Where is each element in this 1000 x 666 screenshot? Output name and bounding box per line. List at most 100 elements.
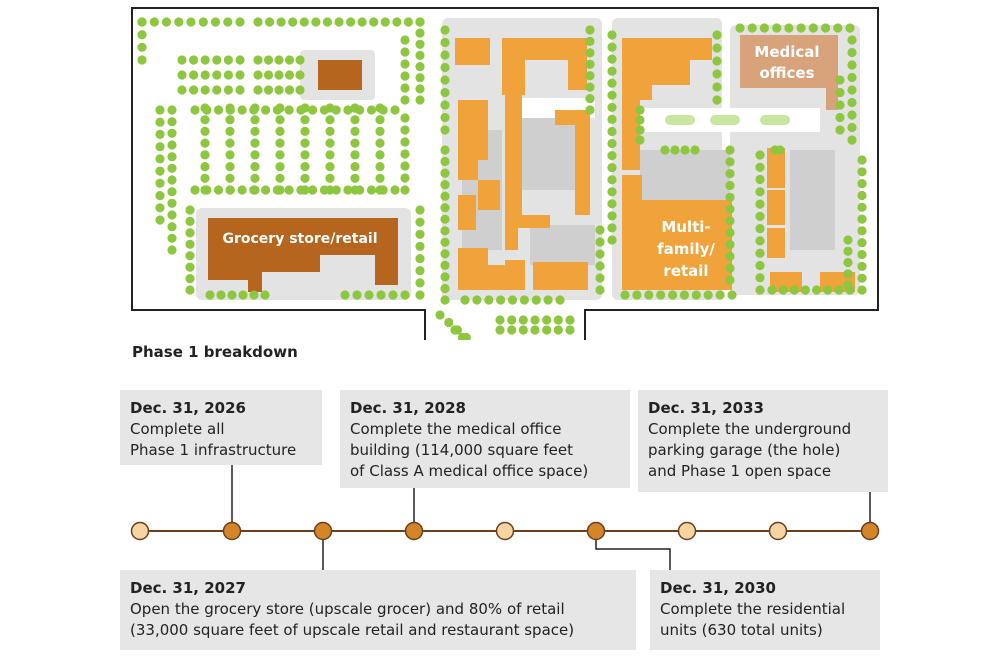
- tree-dot: [495, 315, 505, 325]
- tree-dot: [250, 150, 260, 160]
- tree-dot: [725, 204, 735, 214]
- multifamily-buildings: [455, 38, 855, 292]
- tree-dot: [812, 285, 822, 295]
- tree-dot: [507, 295, 518, 305]
- tree-dot: [847, 110, 857, 120]
- tree-dot: [185, 262, 195, 272]
- tree-dot: [440, 283, 450, 294]
- tree-dot: [496, 295, 506, 305]
- tree-dot: [772, 23, 782, 33]
- tree-dot: [440, 25, 450, 35]
- tree-dot: [366, 185, 377, 195]
- tree-dot: [350, 150, 360, 160]
- tree-dot: [725, 228, 735, 238]
- tree-dot: [260, 290, 270, 300]
- tree-dot: [275, 162, 285, 172]
- tree-dot: [530, 325, 540, 335]
- tree-dot: [400, 113, 410, 123]
- tree-dot: [185, 239, 195, 249]
- tree-dot: [212, 85, 222, 95]
- tree-dot: [712, 56, 722, 66]
- tree-dot: [691, 290, 701, 300]
- tree-dot: [331, 105, 341, 115]
- tree-dot: [400, 185, 410, 195]
- tree-dot: [275, 150, 285, 160]
- tree-dot: [300, 115, 310, 125]
- tree-dot: [553, 315, 563, 325]
- tree-dot: [847, 85, 857, 95]
- tree-dot: [272, 105, 282, 115]
- tree-dot: [155, 178, 165, 188]
- tree-dot: [607, 114, 617, 124]
- trees: [137, 17, 867, 340]
- tree-dot: [444, 317, 454, 328]
- tree-dot: [727, 290, 737, 300]
- tree-dot: [835, 75, 845, 85]
- tree-dot: [167, 187, 177, 197]
- tree-dot: [565, 315, 575, 325]
- tree-dot: [440, 37, 450, 48]
- tree-dot: [325, 173, 335, 183]
- tree-dot: [725, 169, 735, 179]
- tree-dot: [712, 69, 722, 79]
- timeline-dot: [495, 521, 515, 541]
- site-plan-map: Grocery store/retail Medical offices Mul…: [131, 7, 879, 340]
- tree-dot: [632, 290, 642, 300]
- tree-dot: [542, 325, 552, 335]
- tree-dot: [607, 163, 617, 173]
- tree-dot: [149, 17, 159, 27]
- tree-dot: [668, 290, 678, 300]
- tree-dot: [235, 17, 245, 27]
- tree-dot: [155, 105, 165, 115]
- tree-dot: [284, 55, 295, 65]
- tree-dot: [857, 155, 867, 165]
- tree-dot: [415, 278, 425, 288]
- tree-dot: [834, 285, 844, 295]
- tree-dot: [375, 138, 385, 148]
- tree-dot: [300, 126, 310, 136]
- tree-dot: [843, 257, 853, 268]
- tree-dot: [400, 137, 410, 147]
- tree-dot: [284, 185, 294, 195]
- tree-dot: [440, 100, 450, 110]
- tree-dot: [415, 266, 425, 276]
- tree-dot: [565, 325, 575, 335]
- tree-dot: [585, 48, 595, 58]
- tree-dot: [440, 168, 450, 178]
- tree-dot: [177, 70, 187, 80]
- tree-dot: [212, 55, 222, 65]
- tree-dot: [607, 175, 617, 185]
- tree-dot: [778, 285, 788, 295]
- tree-dot: [595, 285, 605, 295]
- tree-dot: [747, 23, 757, 33]
- tree-dot: [322, 17, 332, 27]
- tree-dot: [167, 152, 177, 162]
- milestone-description: Open the grocery store (upscale grocer) …: [130, 600, 575, 639]
- tree-dot: [319, 185, 329, 195]
- tree-dot: [400, 59, 410, 69]
- tree-dot: [857, 167, 867, 177]
- tree-dot: [635, 125, 645, 135]
- tree-dot: [595, 225, 605, 235]
- tree-dot: [857, 214, 867, 224]
- tree-dot: [585, 36, 595, 47]
- tree-dot: [155, 129, 165, 139]
- tree-dot: [225, 173, 235, 183]
- tree-dot: [225, 162, 235, 172]
- tree-dot: [725, 145, 735, 155]
- tree-dot: [350, 138, 360, 148]
- tree-dot: [343, 105, 353, 115]
- tree-dot: [295, 85, 305, 95]
- tree-dot: [440, 156, 450, 167]
- tree-dot: [263, 85, 274, 95]
- tree-dot: [725, 251, 735, 261]
- tree-dot: [235, 85, 245, 95]
- tree-dot: [346, 17, 356, 27]
- tree-dot: [275, 115, 285, 125]
- tree-dot: [507, 315, 517, 325]
- tree-dot: [325, 162, 335, 172]
- tree-dot: [656, 290, 666, 300]
- tree-dot: [755, 260, 765, 271]
- tree-dot: [325, 126, 335, 136]
- tree-dot: [857, 238, 867, 248]
